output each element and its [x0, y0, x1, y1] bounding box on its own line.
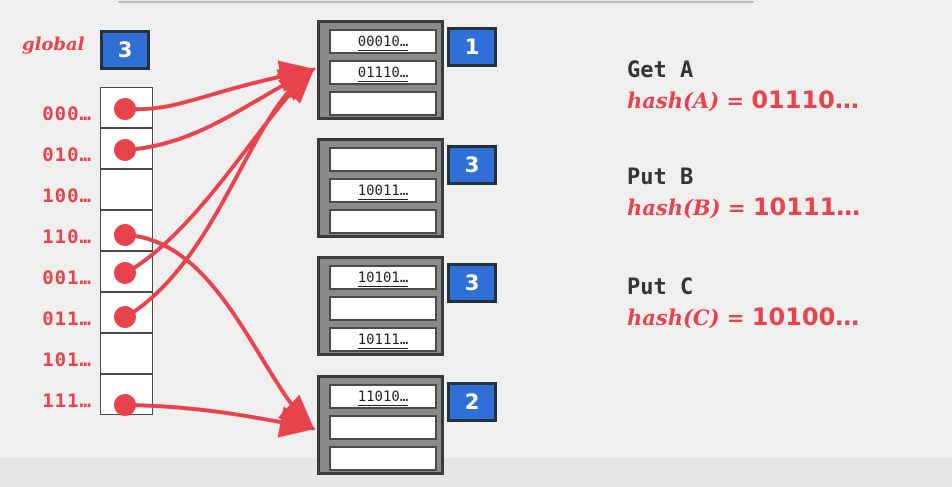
operation-label: Get A — [627, 58, 694, 83]
bucket-slot — [329, 446, 437, 471]
pointer-dot — [114, 98, 136, 120]
bucket-slot — [329, 415, 437, 440]
bucket-slot: 11010… — [329, 384, 437, 409]
directory-label: 011… — [42, 308, 92, 330]
bucket-slot: 01110… — [329, 60, 437, 85]
directory-label: 110… — [42, 226, 92, 248]
bucket-slot: 00010… — [329, 29, 437, 54]
footer-band — [0, 458, 952, 487]
pointer-dot — [114, 394, 136, 416]
directory-label: 111… — [42, 390, 92, 412]
bucket-slot — [329, 209, 437, 234]
pointer-arrow — [124, 233, 315, 431]
directory-label: 101… — [42, 349, 92, 371]
operation-label: Put B — [627, 165, 694, 190]
bucket-slot — [329, 91, 437, 116]
directory-label: 001… — [42, 267, 92, 289]
bucket-slot: 10101… — [329, 265, 437, 290]
bucket-slot — [329, 147, 437, 172]
pointer-arrow — [124, 67, 316, 319]
directory-label: 100… — [42, 185, 92, 207]
pointer-dot — [114, 262, 136, 284]
directory-label: 000… — [42, 103, 92, 125]
pointer-dot — [114, 139, 136, 161]
pointer-arrow — [124, 60, 316, 112]
directory-slot — [100, 333, 153, 374]
operation-hash: hash(B) = 10111… — [627, 193, 861, 221]
global-label: global — [22, 34, 85, 55]
global-depth-badge: 3 — [100, 30, 150, 70]
local-depth-badge: 3 — [447, 145, 497, 185]
operation-label: Put C — [627, 275, 694, 300]
operation-hash: hash(A) = 01110… — [627, 86, 859, 114]
pointer-dot — [114, 306, 136, 328]
local-depth-badge: 2 — [447, 382, 497, 422]
pointer-arrow — [124, 403, 316, 438]
operation-hash: hash(C) = 10100… — [627, 303, 860, 331]
bucket-slot: 10011… — [329, 178, 437, 203]
pointer-dot — [114, 224, 136, 246]
local-depth-badge: 1 — [447, 27, 497, 67]
top-divider — [118, 1, 754, 3]
bucket-slot — [329, 296, 437, 321]
directory-slot — [100, 169, 153, 210]
local-depth-badge: 3 — [447, 263, 497, 303]
directory-label: 010… — [42, 144, 92, 166]
bucket-slot: 10111… — [329, 327, 437, 352]
